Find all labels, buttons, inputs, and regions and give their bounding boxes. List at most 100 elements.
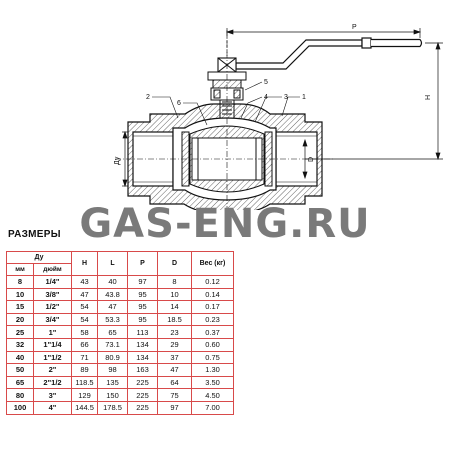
- header-weight: Вес (кг): [191, 251, 234, 276]
- table-cell: 0.37: [191, 325, 234, 339]
- table-cell: 113: [127, 325, 158, 339]
- table-cell: 0.23: [191, 312, 234, 327]
- callout-2: 2: [146, 94, 150, 101]
- header-d: D: [157, 251, 192, 276]
- watermark: GAS-ENG.RU: [79, 201, 371, 247]
- table-cell: 54: [71, 312, 98, 327]
- table-cell: 66: [71, 337, 98, 352]
- dim-label-h: H: [425, 95, 432, 100]
- table-cell: 134: [127, 350, 158, 365]
- table-cell: 95: [127, 312, 158, 327]
- table-subheader-row: мм дюйм: [6, 263, 234, 276]
- callout-4: 4: [264, 94, 268, 101]
- table-cell: 23: [157, 325, 192, 339]
- callout-1: 1: [302, 94, 306, 101]
- table-cell: 97: [127, 275, 158, 289]
- callout-5: 5: [264, 79, 268, 86]
- dimension-labels: P H Ду D: [114, 24, 432, 165]
- table-cell: 29: [157, 337, 192, 352]
- table-cell: 1.30: [191, 363, 234, 377]
- callout-labels: 2 6 5 4 3 1: [146, 79, 306, 107]
- table-cell: 89: [71, 363, 98, 377]
- table-cell: 58: [71, 325, 98, 339]
- table-cell: 118.5: [71, 375, 98, 390]
- dim-label-du: Ду: [114, 156, 121, 165]
- table-cell: 7.00: [191, 400, 234, 415]
- table-cell: 80: [6, 388, 34, 402]
- table-cell: 8: [6, 275, 34, 289]
- table-cell: 4": [33, 400, 72, 415]
- table-cell: 134: [127, 337, 158, 352]
- header-h: H: [71, 251, 98, 276]
- table-cell: 3/4": [33, 312, 72, 327]
- table-cell: 163: [127, 363, 158, 377]
- table-cell: 3.50: [191, 375, 234, 390]
- table-cell: 0.12: [191, 275, 234, 289]
- table-cell: 225: [127, 375, 158, 390]
- header-p: P: [127, 251, 158, 276]
- table-cell: 95: [127, 287, 158, 302]
- table-cell: 1": [33, 325, 72, 339]
- table-cell: 3/8": [33, 287, 72, 302]
- lever-handle: [235, 37, 423, 70]
- table-cell: 20: [6, 312, 34, 327]
- table-cell: 47: [71, 287, 98, 302]
- table-cell: 225: [127, 388, 158, 402]
- table-cell: 1"1/2: [33, 350, 72, 365]
- table-cell: 10: [157, 287, 192, 302]
- table-cell: 144.5: [71, 400, 98, 415]
- table-cell: 25: [6, 325, 34, 339]
- table-cell: 3": [33, 388, 72, 402]
- table-cell: 53.3: [97, 312, 128, 327]
- table-cell: 14: [157, 300, 192, 314]
- table-cell: 10: [6, 287, 34, 302]
- table-cell: 54: [71, 300, 98, 314]
- table-cell: 32: [6, 337, 34, 352]
- table-cell: 135: [97, 375, 128, 390]
- table-cell: 0.75: [191, 350, 234, 365]
- table-cell: 98: [97, 363, 128, 377]
- dim-label-p: P: [352, 24, 357, 31]
- thread-lines: [133, 135, 317, 183]
- dim-label-d: D: [308, 157, 315, 162]
- table-cell: 37: [157, 350, 192, 365]
- header-l: L: [97, 251, 128, 276]
- header-du: Ду: [6, 251, 72, 264]
- table-cell: 65: [97, 325, 128, 339]
- table-cell: 129: [71, 388, 98, 402]
- table-cell: 0.17: [191, 300, 234, 314]
- table-cell: 225: [127, 400, 158, 415]
- table-cell: 100: [6, 400, 34, 415]
- table-cell: 178.5: [97, 400, 128, 415]
- callout-6: 6: [177, 100, 181, 107]
- table-cell: 43.8: [97, 287, 128, 302]
- table-cell: 64: [157, 375, 192, 390]
- table-cell: 0.60: [191, 337, 234, 352]
- table-cell: 18.5: [157, 312, 192, 327]
- table-cell: 47: [157, 363, 192, 377]
- callout-3: 3: [284, 94, 288, 101]
- ball-valve-drawing: 2 6 5 4 3 1 P H Ду D: [114, 24, 443, 210]
- table-cell: 2"1/2: [33, 375, 72, 390]
- table-cell: 1/4": [33, 275, 72, 289]
- table-cell: 40: [6, 350, 34, 365]
- table-cell: 73.1: [97, 337, 128, 352]
- table-header-row: Ду H L P D Вес (кг): [6, 251, 234, 276]
- callout-leaders: [152, 81, 300, 126]
- table-cell: 97: [157, 400, 192, 415]
- sizes-title: РАЗМЕРЫ: [8, 229, 61, 240]
- table-cell: 0.14: [191, 287, 234, 302]
- table-cell: 40: [97, 275, 128, 289]
- table-cell: 150: [97, 388, 128, 402]
- table-cell: 75: [157, 388, 192, 402]
